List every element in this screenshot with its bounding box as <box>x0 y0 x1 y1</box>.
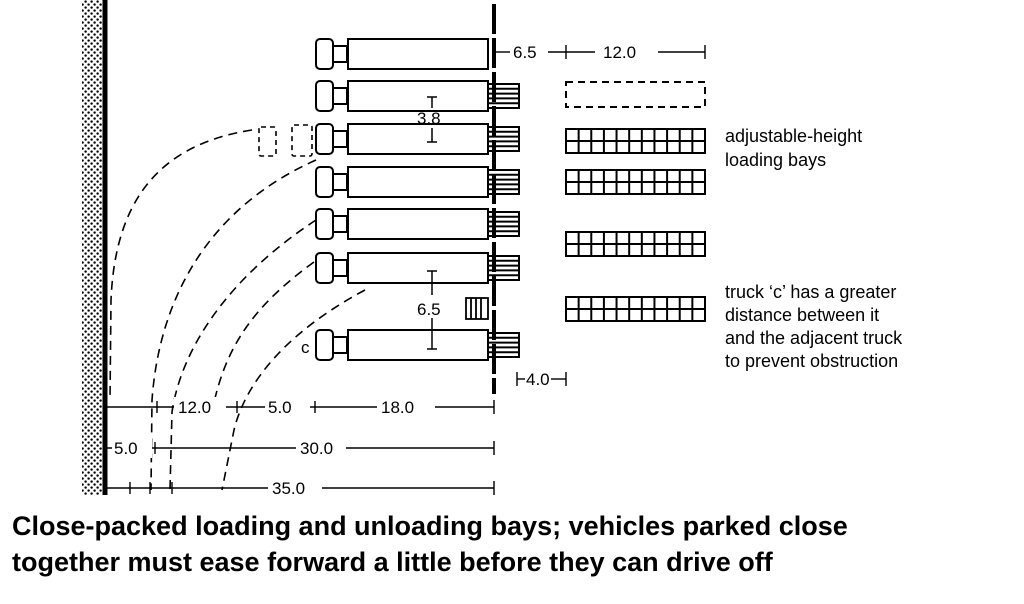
truck-cab <box>315 123 334 155</box>
truck-trailer <box>347 123 489 155</box>
note-truck-c-line3: and the adjacent truck <box>725 328 903 348</box>
bay-adjustable <box>565 231 706 257</box>
caption-line-2: together must ease forward a little befo… <box>12 547 773 577</box>
note-truck-c-line1: truck ‘c’ has a greater <box>725 282 896 302</box>
boundary-wall <box>82 0 108 495</box>
truck-cab <box>315 208 334 240</box>
dim-row2-b: 30.0 <box>300 439 333 458</box>
bay-empty <box>565 81 706 108</box>
dock-ramp <box>465 297 489 320</box>
turning-paths <box>109 129 366 491</box>
truck-coupling <box>332 336 348 354</box>
truck-trailer <box>347 38 489 70</box>
top-dimension <box>496 45 706 59</box>
dim-row3-a: 35.0 <box>272 479 305 498</box>
truck-trailer <box>347 329 489 361</box>
top-dim-b: 12.0 <box>603 43 636 62</box>
truck <box>315 252 520 284</box>
truck-cab <box>315 166 334 198</box>
truck-c-gap-label: 6.5 <box>417 300 441 319</box>
truck-cab <box>315 252 334 284</box>
top-dim-a: 6.5 <box>513 43 537 62</box>
note-bays-line1: adjustable-height <box>725 126 862 146</box>
note-bays-line2: loading bays <box>725 150 826 170</box>
bay-adjustable <box>565 128 706 154</box>
truck-cab <box>315 38 334 70</box>
truck-trailer <box>347 208 489 240</box>
truck-trailer <box>347 166 489 198</box>
dock-leveller <box>487 83 520 109</box>
truck <box>315 38 489 70</box>
truck-coupling <box>332 87 348 105</box>
truck-coupling <box>332 45 348 63</box>
truck-gap-marker <box>427 96 437 143</box>
truck-coupling <box>332 173 348 191</box>
bay-depth-dimension <box>516 372 567 386</box>
ghost-cabs <box>258 124 313 157</box>
dock-leveller <box>487 126 520 152</box>
note-truck-c-line4: to prevent obstruction <box>725 351 898 371</box>
bay-adjustable <box>565 296 706 322</box>
truck <box>315 166 520 198</box>
dock-leveller <box>487 169 520 195</box>
truck-c-label: c <box>301 338 310 357</box>
truck <box>315 80 520 112</box>
loading-bay-diagram: 6.5 12.0 3.8 6.5 c 4.0 <box>82 0 903 498</box>
bay-depth-label: 4.0 <box>526 370 550 389</box>
trucks <box>315 38 520 361</box>
truck <box>315 123 520 155</box>
figure-caption: Close-packed loading and unloading bays;… <box>12 508 1017 580</box>
dim-row1-a: 12.0 <box>178 398 211 417</box>
truck-cab <box>315 329 334 361</box>
dim-row1-b: 5.0 <box>268 398 292 417</box>
truck-trailer <box>347 80 489 112</box>
truck-cab <box>315 80 334 112</box>
truck-trailer <box>347 252 489 284</box>
truck <box>315 208 520 240</box>
dock-leveller <box>487 211 520 237</box>
loading-bays <box>565 81 706 322</box>
truck <box>315 329 520 361</box>
dock-leveller <box>487 332 520 358</box>
caption-line-1: Close-packed loading and unloading bays;… <box>12 511 848 541</box>
truck-coupling <box>332 130 348 148</box>
truck-c-gap-marker <box>427 270 437 350</box>
truck-coupling <box>332 215 348 233</box>
truck-coupling <box>332 259 348 277</box>
dock-leveller <box>487 255 520 281</box>
dim-row1-c: 18.0 <box>381 398 414 417</box>
bay-adjustable <box>565 169 706 195</box>
dim-row2-a: 5.0 <box>114 439 138 458</box>
note-truck-c-line2: distance between it <box>725 305 879 325</box>
truck-gap-label: 3.8 <box>417 109 441 128</box>
